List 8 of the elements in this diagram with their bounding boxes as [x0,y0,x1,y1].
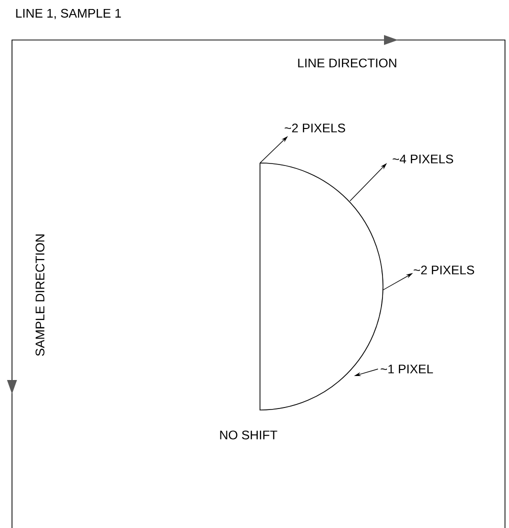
label: ~1 PIXEL [380,364,433,374]
label: ~4 PIXELS [392,154,454,164]
axis-label: SAMPLE DIRECTION [36,234,44,356]
label: ~2 PIXELS [284,124,346,132]
label: LINE 1, SAMPLE 1 [16,8,121,20]
label: NO SHIFT [220,430,278,440]
label: ~2 PIXELS [414,266,474,274]
label: LINE DIRECTION [298,58,396,68]
